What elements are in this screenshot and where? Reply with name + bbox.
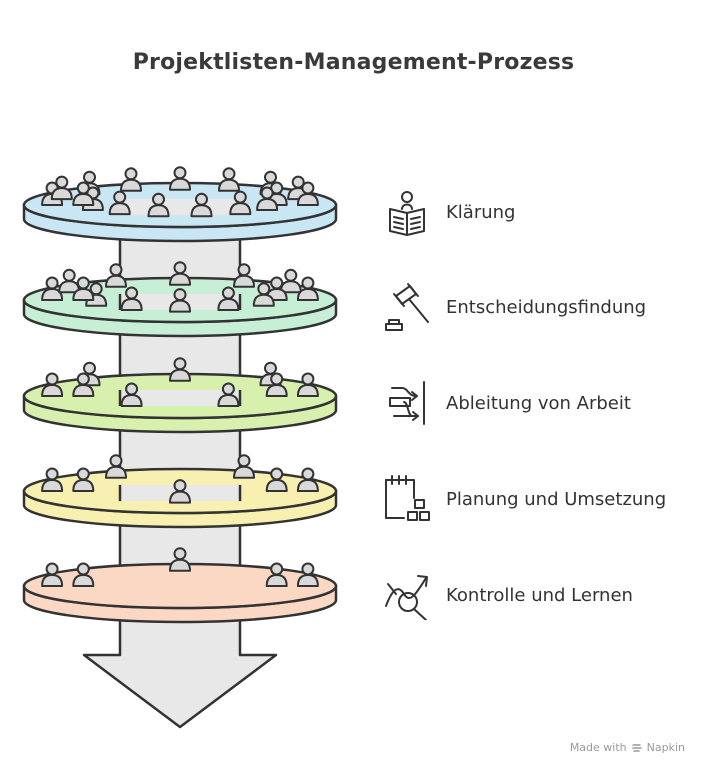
column-segment bbox=[120, 199, 240, 215]
step-klaerung: Klärung bbox=[382, 186, 515, 238]
gavel-icon bbox=[385, 283, 429, 331]
down-arrow bbox=[82, 598, 278, 729]
step-label: Planung und Umsetzung bbox=[446, 488, 667, 510]
tower-disc bbox=[22, 166, 338, 243]
person-icon bbox=[120, 167, 142, 192]
footer-credit: Made with Napkin bbox=[570, 741, 685, 754]
step-label: Entscheidungsfindung bbox=[446, 296, 647, 318]
tower-discs bbox=[22, 166, 338, 624]
branch-arrows-icon bbox=[389, 381, 425, 425]
tower-disc bbox=[22, 547, 338, 624]
person-icon bbox=[279, 268, 302, 294]
tower-disc bbox=[22, 454, 338, 529]
napkin-logo-icon bbox=[631, 743, 642, 752]
step-entscheidungsfindung: Entscheidungsfindung bbox=[382, 281, 646, 333]
page-title: Projektlisten-Management-Prozess bbox=[132, 50, 575, 75]
step-label: Klärung bbox=[446, 201, 516, 223]
made-with-text: Made with bbox=[569, 741, 627, 754]
reader-icon bbox=[389, 191, 425, 236]
step-kontrolle: Kontrolle und Lernen bbox=[382, 569, 633, 621]
column-edge bbox=[118, 294, 242, 310]
step-label: Kontrolle und Lernen bbox=[446, 584, 633, 606]
person-icon bbox=[169, 166, 191, 191]
step-ableitung: Ableitung von Arbeit bbox=[382, 377, 631, 429]
tower-disc bbox=[22, 357, 338, 434]
column-edge bbox=[118, 485, 242, 501]
tower-disc bbox=[22, 261, 338, 338]
step-planung: Planung und Umsetzung bbox=[382, 473, 666, 525]
column-edge bbox=[118, 390, 242, 406]
column-segment bbox=[120, 390, 240, 406]
person-icon bbox=[58, 268, 81, 294]
trend-magnifier-icon bbox=[385, 575, 428, 620]
calendar-blocks-icon bbox=[385, 475, 430, 521]
step-label: Ableitung von Arbeit bbox=[446, 392, 631, 414]
person-icon bbox=[218, 167, 240, 192]
brand-text: Napkin bbox=[646, 741, 685, 754]
